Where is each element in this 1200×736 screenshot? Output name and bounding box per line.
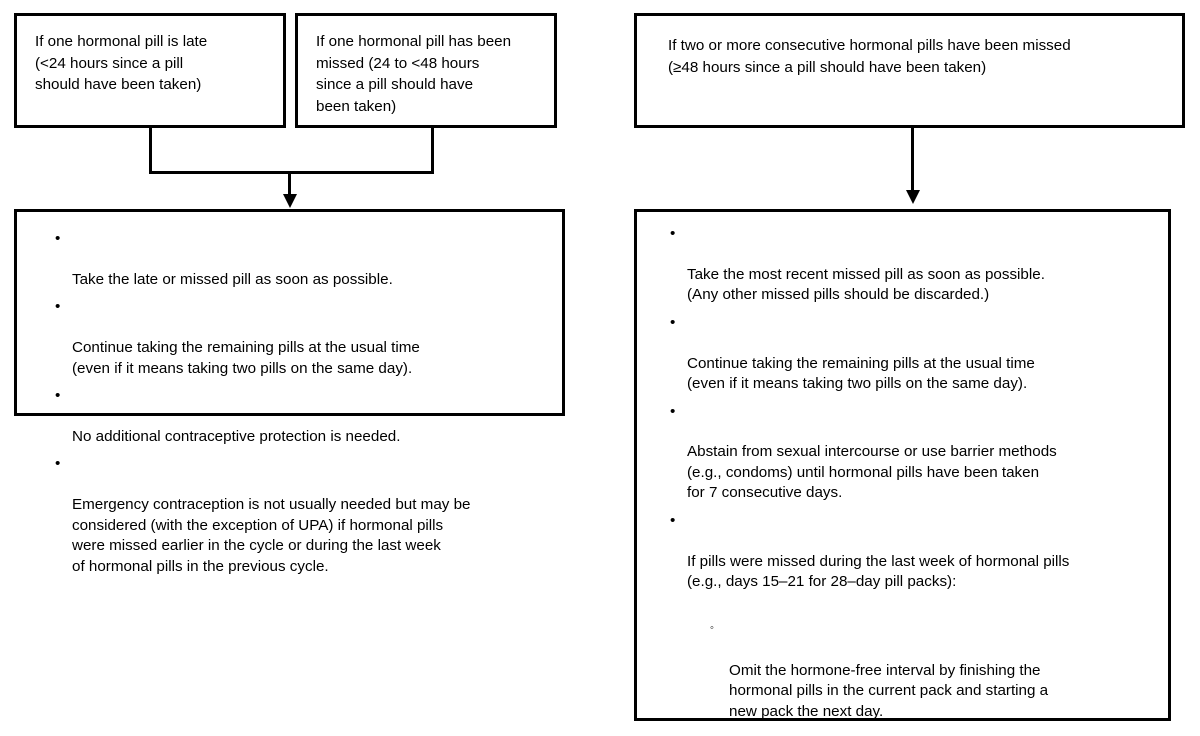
condition-one-missed-pill-text: If one hormonal pill has been missed (24… xyxy=(316,33,512,115)
connector-drop-from-late-box xyxy=(149,128,152,174)
list-item-text: Continue taking the remaining pills at t… xyxy=(72,339,420,377)
list-item: • Continue taking the remaining pills at… xyxy=(55,297,555,379)
list-item-text: No additional contraceptive protection i… xyxy=(72,427,401,445)
connector-stem-right xyxy=(911,128,914,191)
condition-box-one-missed-pill: If one hormonal pill has been missed (24… xyxy=(295,13,557,128)
list-item-text: If pills were missed during the last wee… xyxy=(687,552,1070,590)
condition-box-two-or-more-missed-pills: If two or more consecutive hormonal pill… xyxy=(634,13,1185,128)
bullet-icon: • xyxy=(670,313,676,331)
list-item: • Abstain from sexual intercourse or use… xyxy=(670,402,1160,504)
connector-drop-from-one-missed-box xyxy=(431,128,434,174)
sub-list-item-text: Omit the hormone-free interval by finish… xyxy=(729,661,1049,720)
list-item-text: Emergency contraception is not usually n… xyxy=(72,496,471,575)
bullet-icon: • xyxy=(55,298,61,316)
sub-bullet-icon: ◦ xyxy=(710,621,714,634)
condition-box-late-pill: If one hormonal pill is late (<24 hours … xyxy=(14,13,286,128)
arrowhead-down-right xyxy=(906,190,920,204)
bullet-icon: • xyxy=(670,511,676,529)
bullet-icon: • xyxy=(670,225,676,242)
condition-two-or-more-missed-text: If two or more consecutive hormonal pill… xyxy=(668,37,1071,76)
bullet-icon: • xyxy=(670,402,676,420)
list-item: • No additional contraceptive protection… xyxy=(55,386,555,447)
list-item: • Take the most recent missed pill as so… xyxy=(670,224,1160,306)
bullet-icon: • xyxy=(55,230,61,247)
list-item-text: Take the most recent missed pill as soon… xyxy=(687,265,1045,304)
action-box-two-or-more-missed: • Take the most recent missed pill as so… xyxy=(634,209,1171,721)
list-item: • Take the late or missed pill as soon a… xyxy=(55,229,555,290)
connector-merge-bridge-left xyxy=(149,171,434,174)
condition-late-pill-text: If one hormonal pill is late (<24 hours … xyxy=(35,33,208,94)
action-sublist-last-week: ◦ Omit the hormone-free interval by fini… xyxy=(710,599,1160,736)
action-list-right: • Take the most recent missed pill as so… xyxy=(670,224,1160,736)
list-item-text: Continue taking the remaining pills at t… xyxy=(687,354,1035,393)
bullet-icon: • xyxy=(55,387,61,405)
list-item: • Continue taking the remaining pills at… xyxy=(670,313,1160,395)
list-item: • Emergency contraception is not usually… xyxy=(55,454,555,577)
list-item: • If pills were missed during the last w… xyxy=(670,511,1160,736)
connector-stem-left xyxy=(288,171,291,197)
list-item-text: Abstain from sexual intercourse or use b… xyxy=(687,443,1057,502)
sub-list-item: ◦ Omit the hormone-free interval by fini… xyxy=(710,620,1160,722)
action-list-left: • Take the late or missed pill as soon a… xyxy=(55,229,555,577)
list-item-text: Take the late or missed pill as soon as … xyxy=(72,270,393,288)
bullet-icon: • xyxy=(55,455,61,473)
action-box-late-or-one-missed: • Take the late or missed pill as soon a… xyxy=(14,209,565,575)
arrowhead-down-left xyxy=(283,194,297,208)
